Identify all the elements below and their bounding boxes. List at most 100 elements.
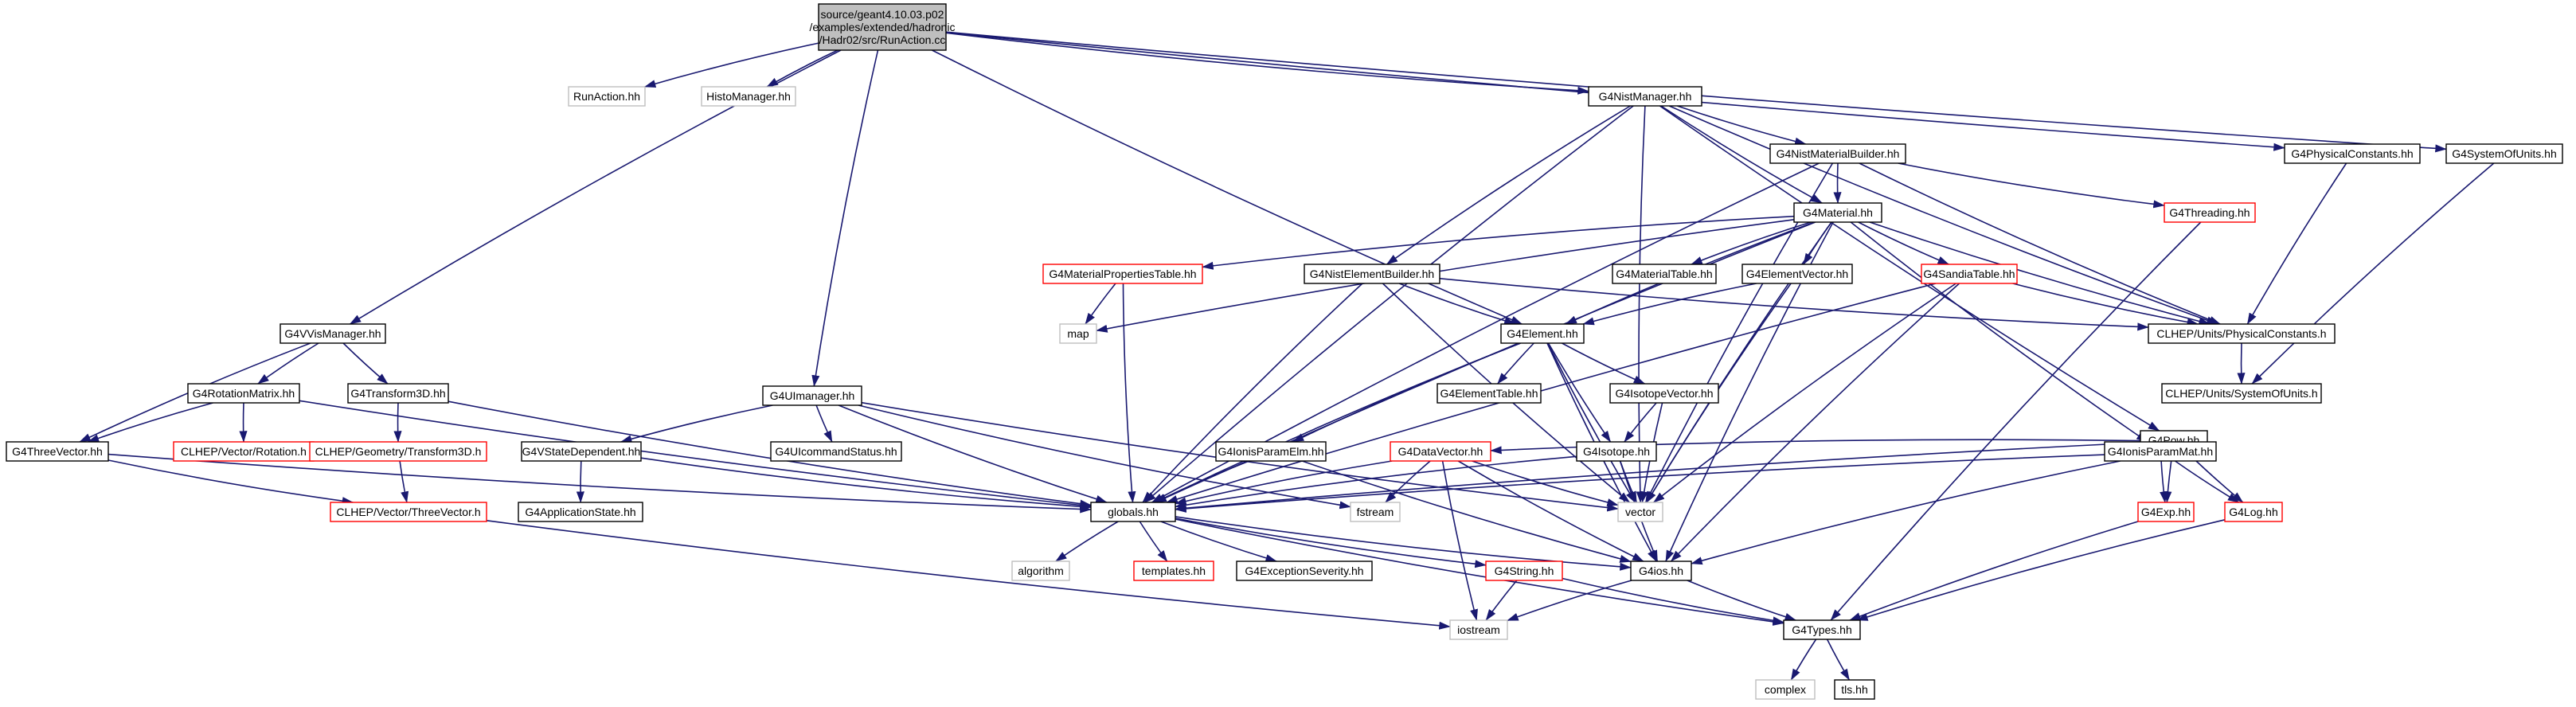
edge-globals-to-templates bbox=[1139, 521, 1168, 562]
node-g4string-box bbox=[1485, 561, 1563, 581]
node-g4applicationstate-box bbox=[518, 502, 643, 522]
node-g4vvismanager-box bbox=[279, 323, 386, 344]
edge-g4systemofunits-to-clhep_sysunits bbox=[2251, 162, 2495, 385]
node-g4isotope[interactable]: G4Isotope.hh bbox=[1576, 441, 1657, 462]
node-clhep_rotation[interactable]: CLHEP/Vector/Rotation.h bbox=[173, 441, 315, 462]
edge-g4sandiatable-to-clhep_physconst bbox=[2012, 283, 2199, 326]
node-g4exp-box bbox=[2137, 502, 2195, 522]
node-g4nistmanager[interactable]: G4NistManager.hh bbox=[1588, 86, 1702, 107]
node-g4ionisparammat[interactable]: G4IonisParamMat.hh bbox=[2104, 441, 2217, 462]
edge-g4nistmanager-to-g4nistmaterialbuilder bbox=[1677, 105, 1807, 146]
node-g4materialtable-label: G4MaterialTable.hh bbox=[1616, 268, 1712, 280]
node-g4nistmaterialbuilder[interactable]: G4NistMaterialBuilder.hh bbox=[1769, 143, 1906, 164]
node-g4materialtable[interactable]: G4MaterialTable.hh bbox=[1612, 264, 1717, 284]
node-g4rotationmatrix[interactable]: G4RotationMatrix.hh bbox=[187, 383, 300, 404]
node-g4nistelementbuilder[interactable]: G4NistElementBuilder.hh bbox=[1304, 264, 1440, 284]
node-clhep_physconst[interactable]: CLHEP/Units/PhysicalConstants.h bbox=[2148, 323, 2336, 344]
edge-root-to-histomanager bbox=[766, 49, 838, 88]
node-g4sandiatable[interactable]: G4SandiaTable.hh bbox=[1921, 264, 2018, 284]
node-g4elementvector[interactable]: G4ElementVector.hh bbox=[1741, 264, 1853, 284]
node-g4isotopevector-box bbox=[1609, 383, 1719, 404]
node-g4materialpropertiestable-box bbox=[1042, 264, 1203, 284]
edge-g4uimanager-to-globals bbox=[838, 404, 1108, 503]
edge-g4types-to-complex bbox=[1790, 639, 1817, 681]
edge-g4nistmanager-to-g4material bbox=[1660, 105, 1823, 204]
node-g4exceptionseverity-box bbox=[1236, 561, 1373, 581]
node-g4log[interactable]: G4Log.hh bbox=[2224, 502, 2283, 522]
edge-g4ionisparammat-to-globals bbox=[1175, 454, 2105, 513]
edge-g4elementvector-to-g4element bbox=[1582, 283, 1757, 326]
node-g4sandiatable-label: G4SandiaTable.hh bbox=[1923, 268, 2015, 280]
node-tls-box bbox=[1834, 679, 1875, 700]
node-g4ionisparamelm[interactable]: G4IonisParamElm.hh bbox=[1215, 441, 1327, 462]
edge-g4ionisparammat-to-g4ios bbox=[1691, 460, 2121, 565]
node-g4applicationstate-label: G4ApplicationState.hh bbox=[525, 506, 635, 518]
node-g4threading-box bbox=[2164, 202, 2256, 223]
node-clhep_transform3d-box bbox=[309, 441, 487, 462]
node-g4vvismanager[interactable]: G4VVisManager.hh bbox=[279, 323, 386, 344]
edge-g4element-to-g4isotope bbox=[1547, 342, 1612, 443]
node-g4exp[interactable]: G4Exp.hh bbox=[2137, 502, 2195, 522]
node-g4isotope-label: G4Isotope.hh bbox=[1583, 445, 1650, 458]
edge-g4log-to-g4types bbox=[1856, 519, 2226, 621]
node-g4transform3d[interactable]: G4Transform3D.hh bbox=[347, 383, 449, 404]
node-g4systemofunits[interactable]: G4SystemOfUnits.hh bbox=[2445, 143, 2563, 164]
node-g4ios-box bbox=[1630, 561, 1692, 581]
node-g4elementtable[interactable]: G4ElementTable.hh bbox=[1437, 383, 1542, 404]
node-globals[interactable]: globals.hh bbox=[1090, 502, 1176, 522]
node-g4log-box bbox=[2224, 502, 2283, 522]
node-g4applicationstate[interactable]: G4ApplicationState.hh bbox=[518, 502, 643, 522]
node-g4isotopevector[interactable]: G4IsotopeVector.hh bbox=[1609, 383, 1719, 404]
edge-g4element-to-globals bbox=[1154, 342, 1521, 503]
edge-g4datavector-to-iostream bbox=[1441, 460, 1478, 621]
node-g4types[interactable]: G4Types.hh bbox=[1783, 619, 1861, 640]
edge-g4element-to-g4isotopevector bbox=[1562, 342, 1646, 385]
edge-g4ionisparamelm-to-g4ios bbox=[1301, 460, 1632, 563]
edge-g4sandiatable-to-g4ios bbox=[1670, 283, 1960, 562]
node-g4physicalconstants[interactable]: G4PhysicalConstants.hh bbox=[2284, 143, 2421, 164]
edge-g4pow-to-globals bbox=[1175, 442, 2141, 513]
node-globals-box bbox=[1090, 502, 1176, 522]
node-g4ios-label: G4ios.hh bbox=[1639, 564, 1683, 577]
node-g4threevector-box bbox=[6, 441, 109, 462]
edge-g4nistmaterialbuilder-to-clhep_physconst bbox=[1859, 162, 2221, 325]
node-g4threading[interactable]: G4Threading.hh bbox=[2164, 202, 2256, 223]
node-g4exp-label: G4Exp.hh bbox=[2141, 506, 2191, 518]
node-g4threevector[interactable]: G4ThreeVector.hh bbox=[6, 441, 109, 462]
node-g4materialpropertiestable[interactable]: G4MaterialPropertiesTable.hh bbox=[1042, 264, 1203, 284]
node-clhep_rotation-label: CLHEP/Vector/Rotation.h bbox=[181, 445, 307, 458]
node-clhep_sysunits-box bbox=[2161, 383, 2322, 404]
node-tls[interactable]: tls.hh bbox=[1834, 679, 1875, 700]
node-g4uimanager[interactable]: G4UImanager.hh bbox=[762, 385, 862, 406]
node-g4nistmanager-box bbox=[1588, 86, 1702, 107]
node-map-label: map bbox=[1067, 327, 1089, 340]
node-g4string[interactable]: G4String.hh bbox=[1485, 561, 1563, 581]
edge-g4exp-to-g4types bbox=[1849, 521, 2139, 621]
node-algorithm-box bbox=[1011, 561, 1070, 581]
node-g4types-box bbox=[1783, 619, 1861, 640]
node-root[interactable]: source/geant4.10.03.p02/examples/extende… bbox=[810, 3, 956, 51]
node-g4uimanager-label: G4UImanager.hh bbox=[770, 389, 855, 402]
node-clhep_threevector[interactable]: CLHEP/Vector/ThreeVector.h bbox=[330, 502, 487, 522]
node-templates[interactable]: templates.hh bbox=[1133, 561, 1214, 581]
edge-g4rotationmatrix-to-g4threevector bbox=[87, 402, 213, 443]
node-clhep_sysunits[interactable]: CLHEP/Units/SystemOfUnits.h bbox=[2161, 383, 2322, 404]
edge-g4material-to-map bbox=[1096, 219, 1795, 333]
node-clhep_transform3d-label: CLHEP/Geometry/Transform3D.h bbox=[315, 445, 482, 458]
node-g4materialpropertiestable-label: G4MaterialPropertiesTable.hh bbox=[1049, 268, 1196, 280]
node-g4uicommandstatus[interactable]: G4UIcommandStatus.hh bbox=[770, 441, 902, 462]
node-g4vstatedependent[interactable]: G4VStateDependent.hh bbox=[521, 441, 642, 462]
node-g4element[interactable]: G4Element.hh bbox=[1500, 323, 1585, 344]
node-g4datavector-label: G4DataVector.hh bbox=[1398, 445, 1483, 458]
node-g4datavector[interactable]: G4DataVector.hh bbox=[1390, 441, 1491, 462]
node-clhep_transform3d[interactable]: CLHEP/Geometry/Transform3D.h bbox=[309, 441, 487, 462]
node-g4material[interactable]: G4Material.hh bbox=[1793, 202, 1882, 223]
edge-root-to-g4element bbox=[932, 49, 1523, 325]
node-g4exceptionseverity[interactable]: G4ExceptionSeverity.hh bbox=[1236, 561, 1373, 581]
edge-g4material-to-g4materialpropertiestable bbox=[1202, 215, 1795, 270]
node-g4ios[interactable]: G4ios.hh bbox=[1630, 561, 1692, 581]
edge-g4threading-to-g4types bbox=[1830, 221, 2202, 621]
node-clhep_sysunits-label: CLHEP/Units/SystemOfUnits.h bbox=[2165, 387, 2317, 400]
edge-g4ionisparamelm-to-globals bbox=[1154, 460, 1249, 503]
